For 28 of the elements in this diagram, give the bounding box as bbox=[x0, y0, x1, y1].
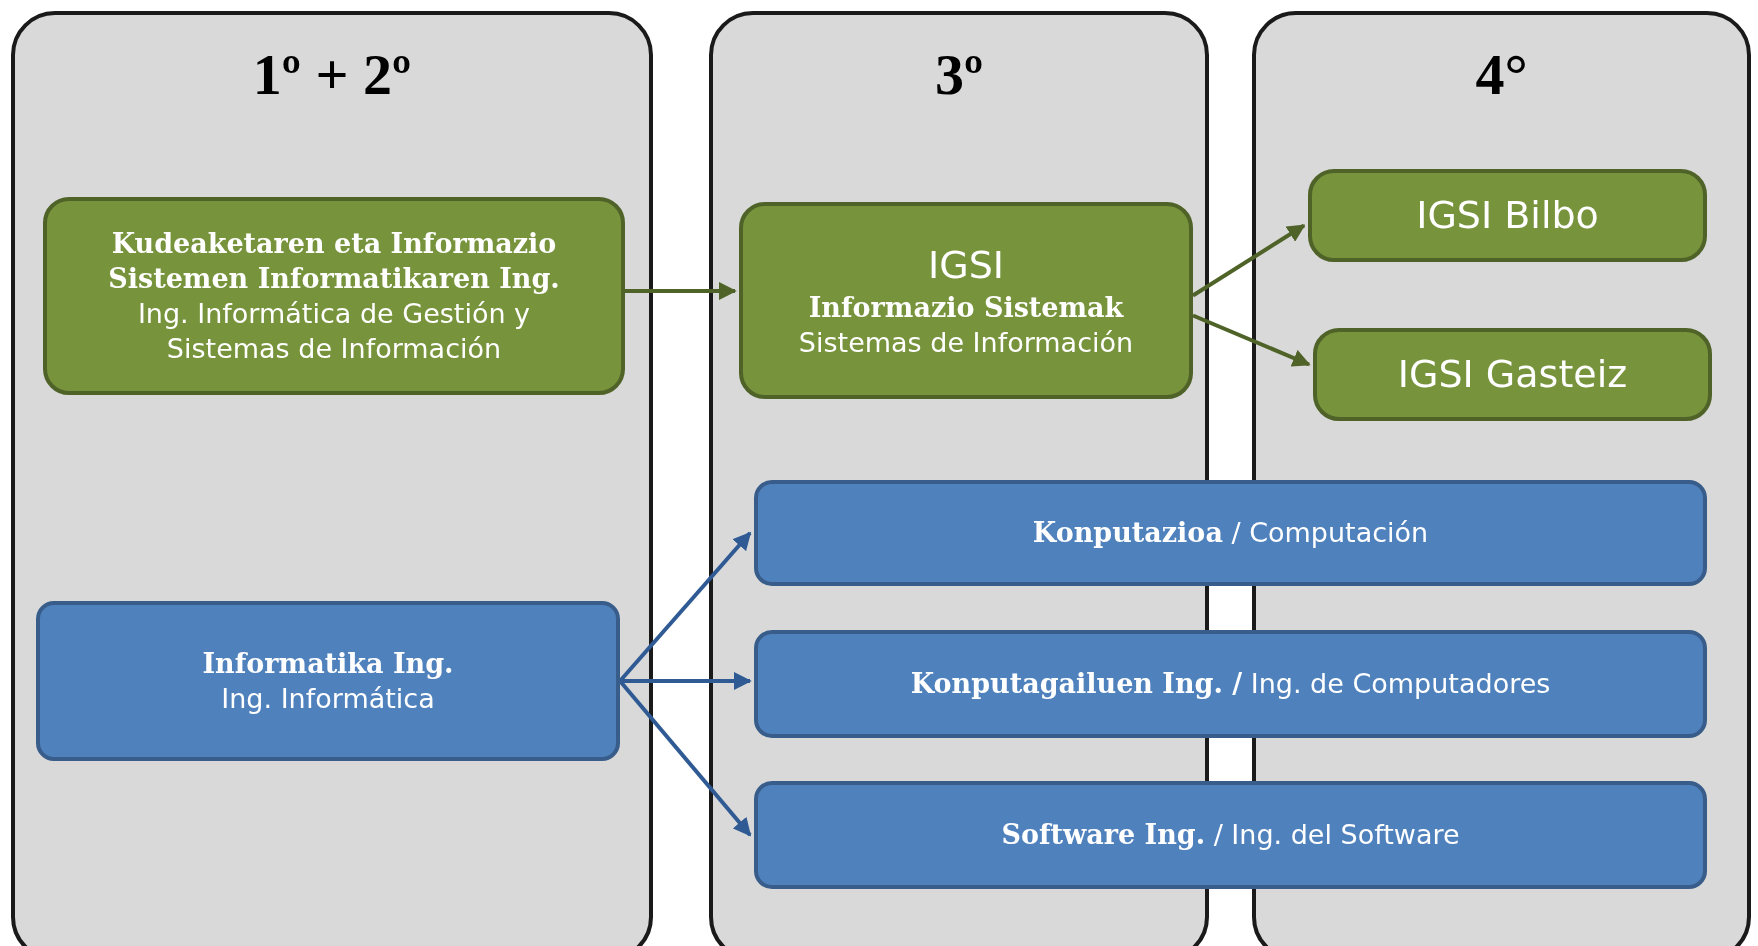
program-box bbox=[754, 630, 1707, 738]
box-text: Ing. Informática de Gestión y Sistemas de Información bbox=[136, 297, 532, 367]
box-text: Kudeaketaren eta Informazio Sistemen Informatikaren Ing. bbox=[107, 226, 561, 296]
box-text: IGSI Gasteiz bbox=[1397, 350, 1628, 398]
box-text: Konputazioa / Computación bbox=[1032, 516, 1429, 551]
program-box bbox=[43, 197, 625, 395]
box-text: Ing. Informática bbox=[221, 682, 435, 716]
column-heading: 3º bbox=[934, 43, 984, 107]
column-heading: 1º + 2º bbox=[252, 43, 412, 107]
box-text: Konputagailuen Ing. / Ing. de Computadores bbox=[910, 667, 1551, 702]
program-box bbox=[754, 781, 1707, 889]
program-box bbox=[1308, 169, 1707, 262]
arrow bbox=[1191, 223, 1306, 298]
program-box bbox=[36, 601, 620, 761]
arrow bbox=[620, 672, 752, 690]
box-text: IGSI bbox=[928, 241, 1004, 289]
program-box bbox=[1313, 328, 1712, 421]
box-text: Informazio Sistemak bbox=[808, 291, 1124, 326]
box-text: Software Ing. / Ing. del Software bbox=[1001, 818, 1460, 853]
box-text: Informatika Ing. bbox=[202, 646, 454, 681]
arrow bbox=[625, 282, 737, 300]
column-panel bbox=[11, 11, 653, 946]
program-box bbox=[754, 480, 1707, 586]
column-heading: 4° bbox=[1475, 43, 1528, 107]
box-text: IGSI Bilbo bbox=[1416, 191, 1599, 239]
arrow bbox=[1192, 313, 1311, 367]
program-box bbox=[739, 202, 1193, 399]
box-text: Sistemas de Información bbox=[798, 326, 1134, 361]
